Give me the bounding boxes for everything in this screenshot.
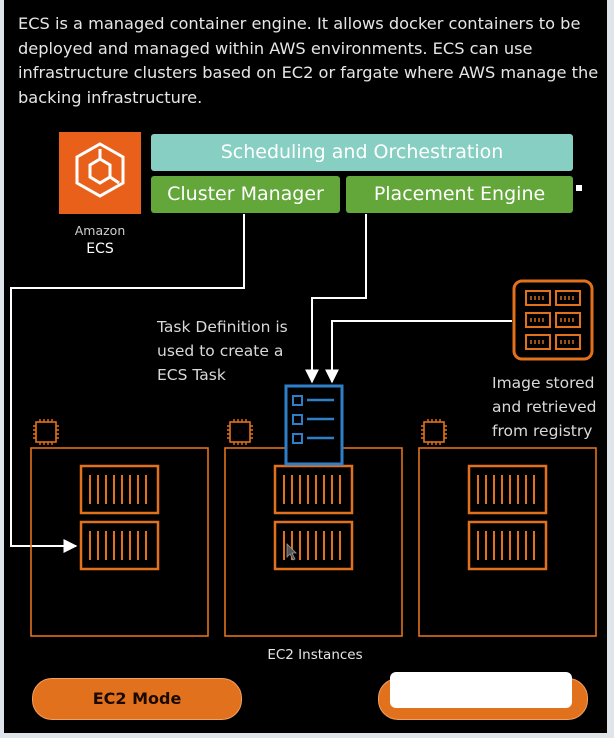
container-icon-3b (467, 520, 548, 571)
container-icon-2b (273, 520, 354, 571)
chip-icon-1 (32, 418, 60, 446)
scheduling-orchestration-box: Scheduling and Orchestration (151, 134, 573, 171)
ecs-caption-ecs: ECS (86, 241, 114, 257)
placement-engine-arrow (305, 214, 367, 384)
intro-text: ECS is a managed container engine. It al… (18, 14, 599, 107)
container-icon-1b (79, 520, 160, 571)
ec2-mode-button[interactable]: EC2 Mode (32, 678, 242, 720)
registry-arrow (325, 320, 512, 384)
container-icon-3a (467, 464, 548, 515)
redaction-overlay (390, 672, 572, 708)
container-icon-1a (79, 464, 160, 515)
ecs-diagram: ECS is a managed container engine. It al… (4, 0, 607, 733)
chip-icon-3 (420, 418, 448, 446)
ec2-instance-2 (224, 447, 403, 637)
cluster-manager-arrow (10, 214, 245, 553)
cursor-icon (286, 543, 297, 561)
diagram-graphics (10, 214, 597, 637)
ec2-instances-label: EC2 Instances (267, 647, 363, 663)
container-icon-2a (273, 464, 354, 515)
registry-icon (512, 279, 594, 361)
ec2-instance-3 (418, 447, 597, 637)
ecs-icon (59, 132, 141, 214)
task-definition-icon (284, 384, 344, 466)
task-definition-label: Task Definition is used to create a ECS … (157, 318, 288, 384)
registry-label: Image stored and retrieved from registry (492, 374, 597, 440)
ecs-caption-amazon: Amazon (74, 223, 126, 238)
marker-dot (576, 185, 582, 191)
placement-engine-box: Placement Engine (346, 176, 573, 213)
cluster-manager-box: Cluster Manager (151, 176, 340, 213)
ec2-instance-1 (30, 447, 209, 637)
chip-icon-2 (226, 418, 254, 446)
